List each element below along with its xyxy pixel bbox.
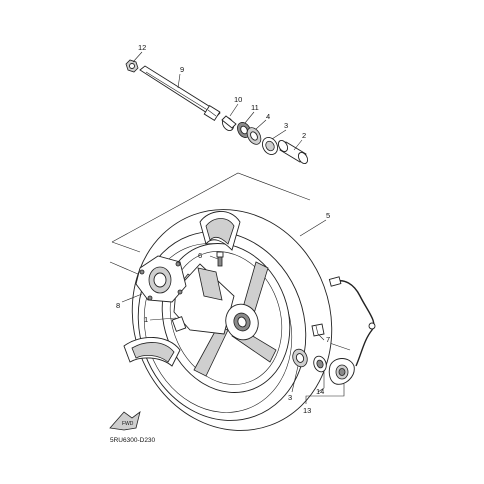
callout-7: 7 [326,335,330,344]
callout-2: 2 [302,131,306,140]
callout-3-upper: 3 [284,121,288,130]
callout-13: 13 [303,406,311,415]
callout-11: 11 [251,103,259,112]
tire-cutaway-top [199,211,241,251]
meter-gear-unit [328,358,355,385]
bearing-3-lower [292,348,308,368]
tire-cutaway-bottom [123,337,181,367]
bearing-upper [246,127,262,145]
callout-10: 10 [234,95,242,104]
callout-6: 6 [198,251,202,260]
bearing-3-upper [262,137,278,155]
callout-labels: 12 9 10 11 4 3 2 5 6 8 1 7 3 14 13 [116,43,330,415]
upper-bracket-line [111,172,311,243]
callout-4: 4 [266,112,270,121]
bracket-side-line [111,241,141,253]
hub-flange [135,255,187,303]
callout-12: 12 [138,43,146,52]
callout-5: 5 [326,211,330,220]
tire-valve [216,251,224,267]
spacer [277,139,309,165]
wheel-hub [173,263,235,335]
fwd-arrow-icon: FWD [109,411,141,431]
fwd-label: FWD [122,421,134,427]
collar [221,115,237,132]
wheel-rim [161,243,291,393]
axle-nut [125,59,139,73]
callout-8: 8 [116,301,120,310]
clip [311,323,325,337]
leader-lines [121,51,345,404]
callout-14: 14 [316,387,324,396]
speed-sensor-cable [328,276,376,367]
meter-gear [313,355,327,373]
front-axle [139,65,221,122]
callout-3-lower: 3 [288,393,292,402]
drawing-code: 5RU6300-D230 [110,437,156,444]
callout-9: 9 [180,65,184,74]
callout-1: 1 [144,315,148,324]
